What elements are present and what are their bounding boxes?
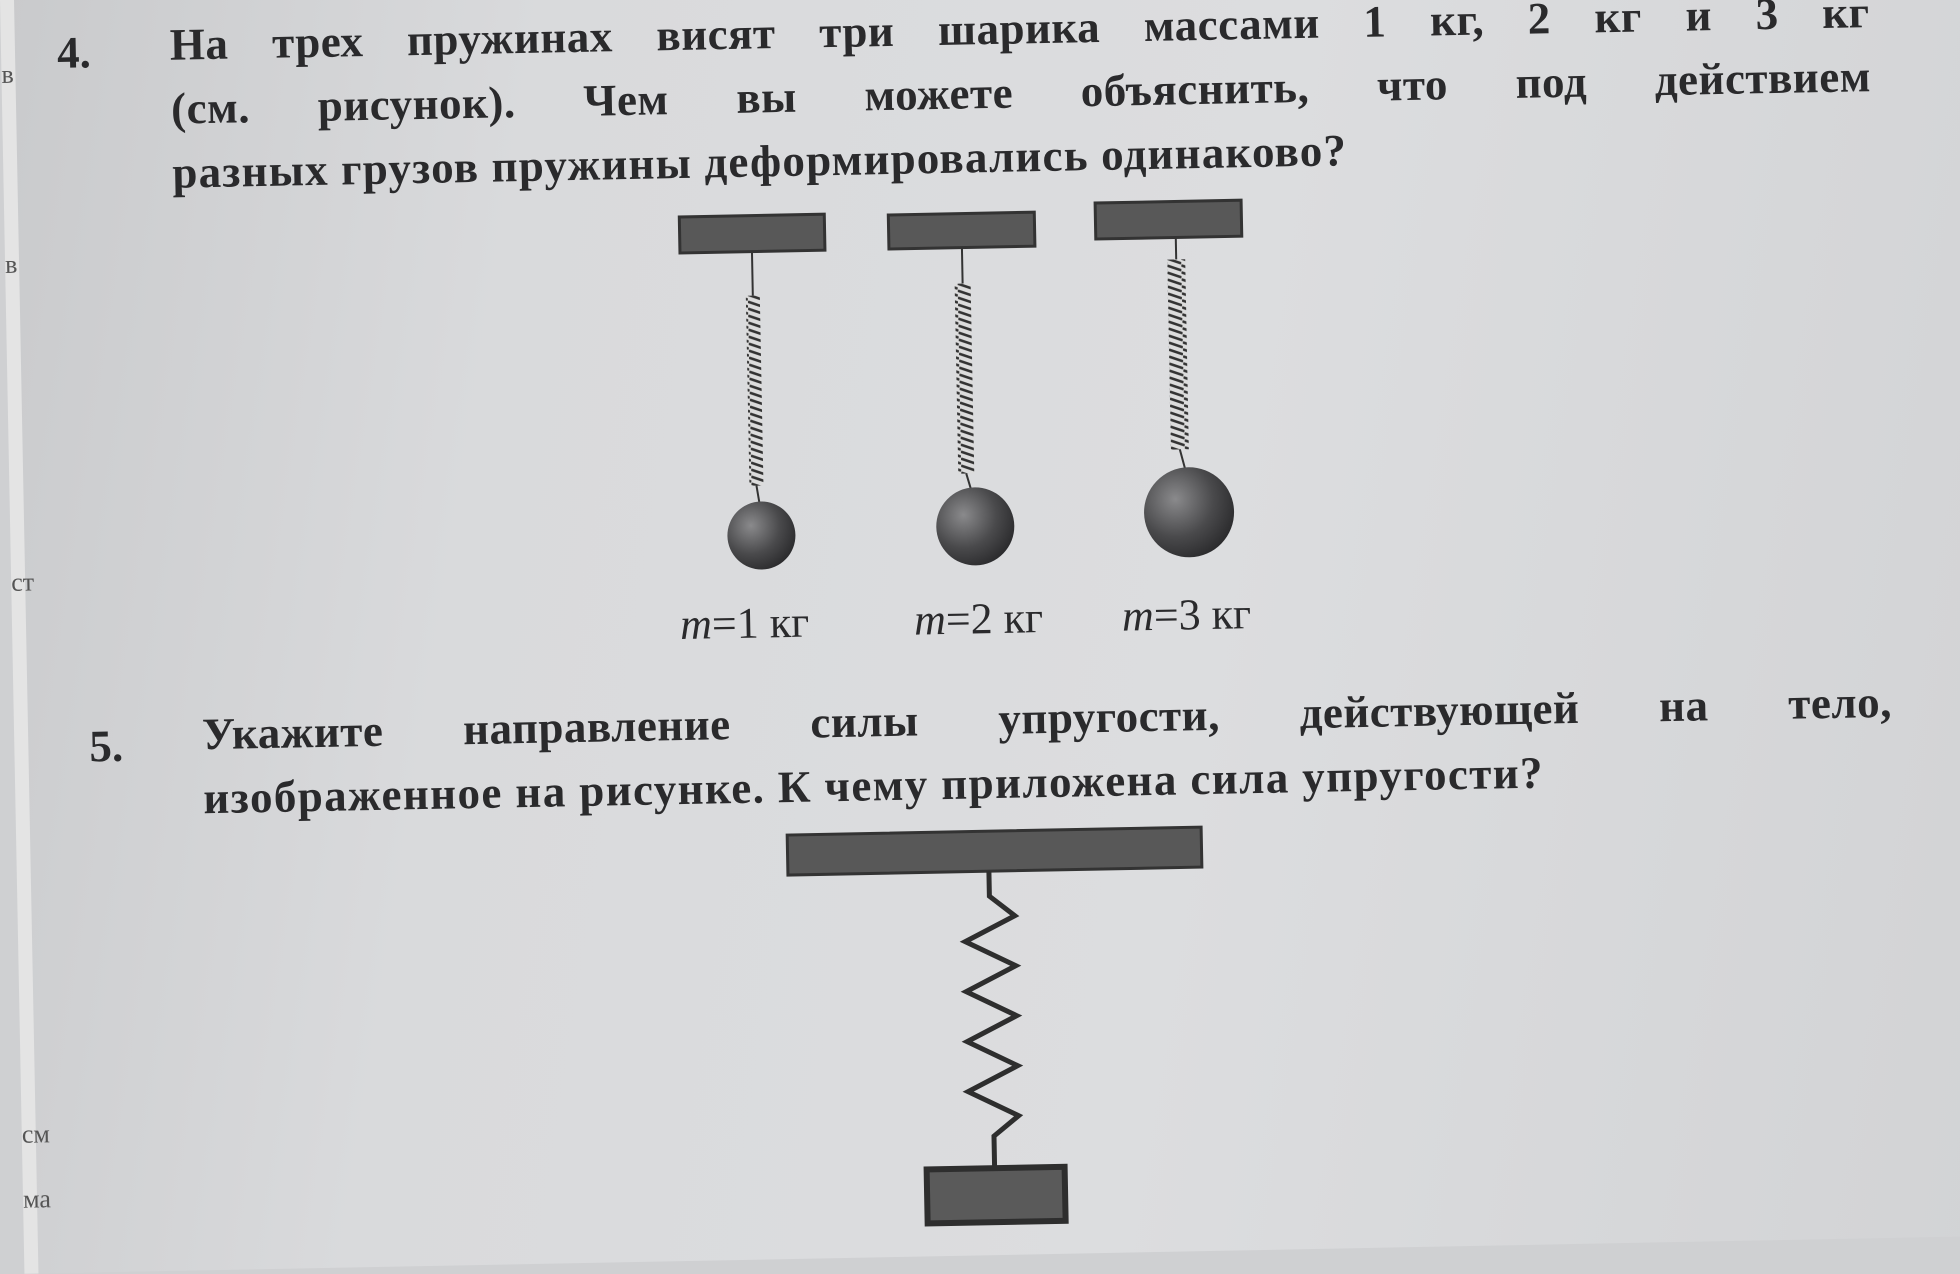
body-block — [923, 1163, 1069, 1227]
spring-block-figure — [785, 825, 1204, 1227]
spring-2 — [886, 210, 1037, 566]
ball-3 — [1144, 467, 1235, 558]
ball-1 — [727, 501, 796, 570]
spring-1 — [677, 212, 827, 570]
mass-variable: m — [679, 599, 713, 650]
spring-3 — [1093, 198, 1244, 558]
ball-2 — [936, 487, 1015, 566]
mass-value: =1 кг — [711, 597, 810, 649]
label-mass-2: m=2 кг — [914, 592, 1044, 645]
label-mass-1: m=1 кг — [680, 597, 810, 650]
task5-number: 5. — [88, 720, 124, 772]
label-mass-3: m=3 кг — [1122, 588, 1252, 641]
mass-variable: m — [1121, 590, 1155, 641]
mass-variable: m — [913, 594, 947, 645]
mass-value: =2 кг — [945, 593, 1044, 644]
mass-value: =3 кг — [1153, 589, 1252, 640]
